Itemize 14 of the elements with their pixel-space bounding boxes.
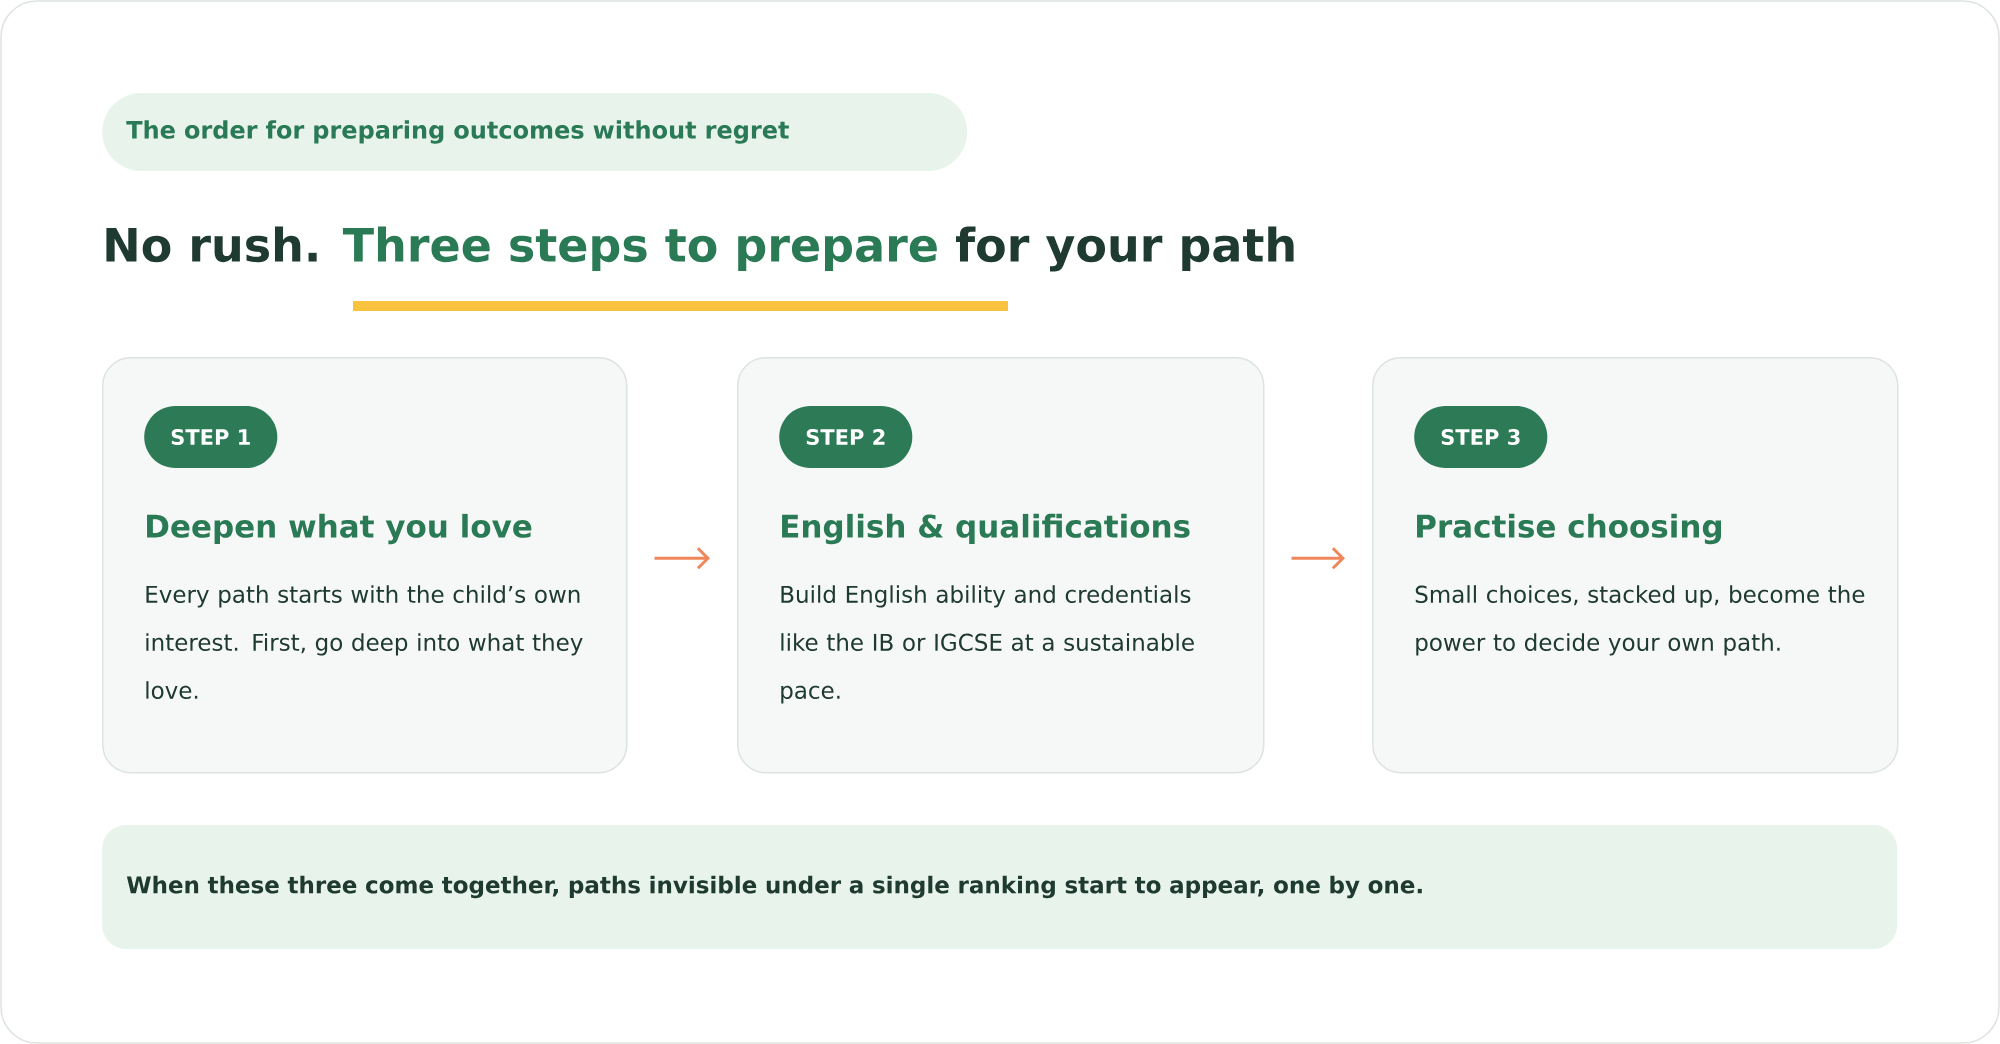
summary-band: When these three come together, paths invisible under a single ranking start to appear, one by one. — [102, 825, 1898, 949]
card-text: Build English ability and credentials like the IB or IGCSE at a sustainable pace. — [781, 585, 1194, 704]
step-badge: STEP 2 — [779, 406, 913, 468]
tag-pill: The order for preparing outcomes without regret — [102, 93, 968, 171]
card-heading: Deepen what you love — [147, 513, 532, 545]
card-heading: English & qualifications — [782, 513, 1190, 545]
step-badge: STEP 1 — [144, 406, 278, 468]
arrow — [654, 547, 710, 570]
arrow — [1291, 547, 1345, 570]
step-badge: STEP 3 — [1414, 406, 1548, 468]
card-text: Small choices, stacked up, become the power to decide your own path. — [1415, 585, 1865, 656]
title: No rush. Three steps to prepare for your path — [106, 226, 1294, 272]
card-text: Every path starts with the child’s own interest. First, go deep into what they love. — [146, 585, 583, 699]
card-heading: Practise choosing — [1417, 513, 1721, 545]
